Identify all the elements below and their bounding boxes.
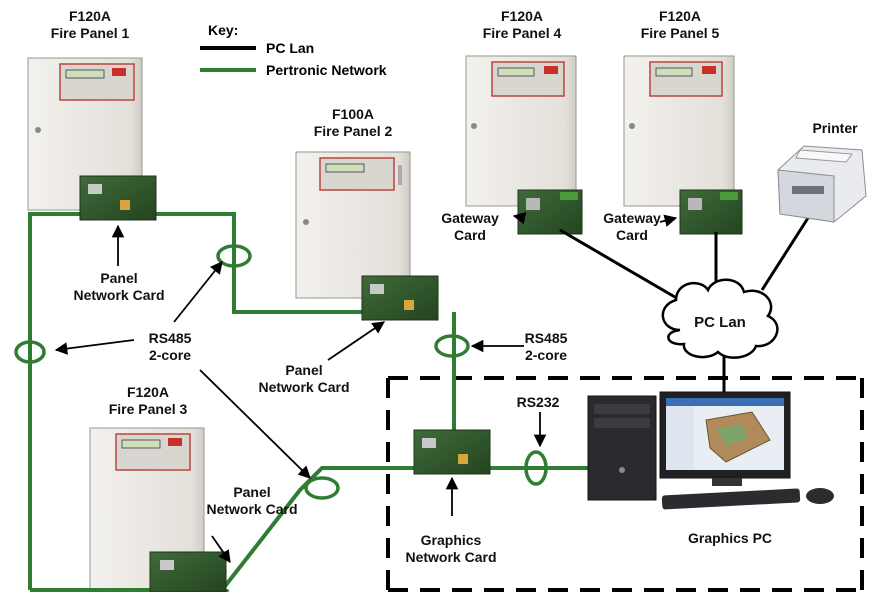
panel-3-model: F120A <box>126 384 170 400</box>
cable-rings <box>14 244 548 500</box>
panel-4-title: F120A Fire Panel 4 <box>470 8 574 42</box>
panel-4-model: F120A <box>500 8 544 24</box>
gateway-card-4-label: Gateway Card <box>422 210 518 244</box>
ring-rs485-top <box>216 244 252 268</box>
panel-3-name: Fire Panel 3 <box>108 401 188 417</box>
panel-3-title: F120A Fire Panel 3 <box>96 384 200 418</box>
panel-2-title: F100A Fire Panel 2 <box>298 106 408 140</box>
label-line: RS485 <box>148 330 192 346</box>
pc-keyboard <box>661 488 801 510</box>
graphics-pc-label: Graphics PC <box>687 530 773 546</box>
network-card-panel-2 <box>361 275 439 321</box>
panel-1-network-card-label: Panel Network Card <box>64 270 174 304</box>
ring-rs485-right <box>434 334 470 358</box>
network-card-panel-3 <box>149 551 227 592</box>
label-line: Gateway <box>603 210 661 226</box>
network-card-panel-1 <box>79 175 157 221</box>
panel-5-title: F120A Fire Panel 5 <box>628 8 732 42</box>
ring-rs485-lower <box>304 476 340 500</box>
panel-2-network-card-label: Panel Network Card <box>252 362 356 396</box>
rs485-right-label: RS485 2-core <box>510 330 582 364</box>
ring-rs232 <box>524 450 548 486</box>
label-line: RS485 <box>524 330 568 346</box>
pc-lan-cloud <box>661 278 779 359</box>
rs485-left-label: RS485 2-core <box>134 330 206 364</box>
annotation-arrows <box>54 212 678 564</box>
label-line: Graphics <box>420 532 482 548</box>
panel-5-model: F120A <box>658 8 702 24</box>
key-pertronic-label: Pertronic Network <box>266 62 387 78</box>
panel-1-title: F120A Fire Panel 1 <box>40 8 140 42</box>
label-line: Network Card <box>258 379 350 395</box>
label-line: Network Card <box>206 501 298 517</box>
label-line: Gateway <box>441 210 499 226</box>
pc-mouse <box>806 488 834 504</box>
gateway-card-5-label: Gateway Card <box>594 210 670 244</box>
graphics-pc <box>587 391 834 510</box>
fire-panel-2 <box>295 151 411 299</box>
gateway-card-panel-4 <box>517 189 583 235</box>
panel-4-name: Fire Panel 4 <box>482 25 562 41</box>
panel-1-model: F120A <box>68 8 112 24</box>
panel-5-name: Fire Panel 5 <box>640 25 720 41</box>
printer-icon <box>777 145 867 223</box>
graphics-network-card <box>413 429 491 475</box>
label-line: Panel <box>100 270 138 286</box>
fire-panel-4 <box>465 55 577 207</box>
label-line: Network Card <box>73 287 165 303</box>
label-line: 2-core <box>524 347 568 363</box>
ring-rs485-left <box>14 340 46 364</box>
printer-label: Printer <box>812 120 858 136</box>
gateway-card-panel-5 <box>679 189 743 235</box>
pc-lan-label: PC Lan <box>694 314 746 331</box>
fire-panel-5 <box>623 55 735 207</box>
label-line: Card <box>454 227 486 243</box>
key-title: Key: <box>208 22 239 38</box>
pc-lan-wiring <box>559 217 810 392</box>
label-line: Panel <box>285 362 323 378</box>
graphics-area-border <box>386 376 866 592</box>
label-line: Network Card <box>405 549 497 565</box>
panel-2-model: F100A <box>331 106 375 122</box>
rs232-label: RS232 <box>516 394 560 410</box>
key-pclan-label: PC Lan <box>266 40 315 56</box>
panel-3-network-card-label: Panel Network Card <box>196 484 308 518</box>
panel-2-name: Fire Panel 2 <box>313 123 393 139</box>
label-line: 2-core <box>148 347 192 363</box>
panel-1-name: Fire Panel 1 <box>50 25 130 41</box>
label-line: Card <box>616 227 648 243</box>
graphics-network-card-label: Graphics Network Card <box>392 532 510 566</box>
label-line: Panel <box>233 484 271 500</box>
